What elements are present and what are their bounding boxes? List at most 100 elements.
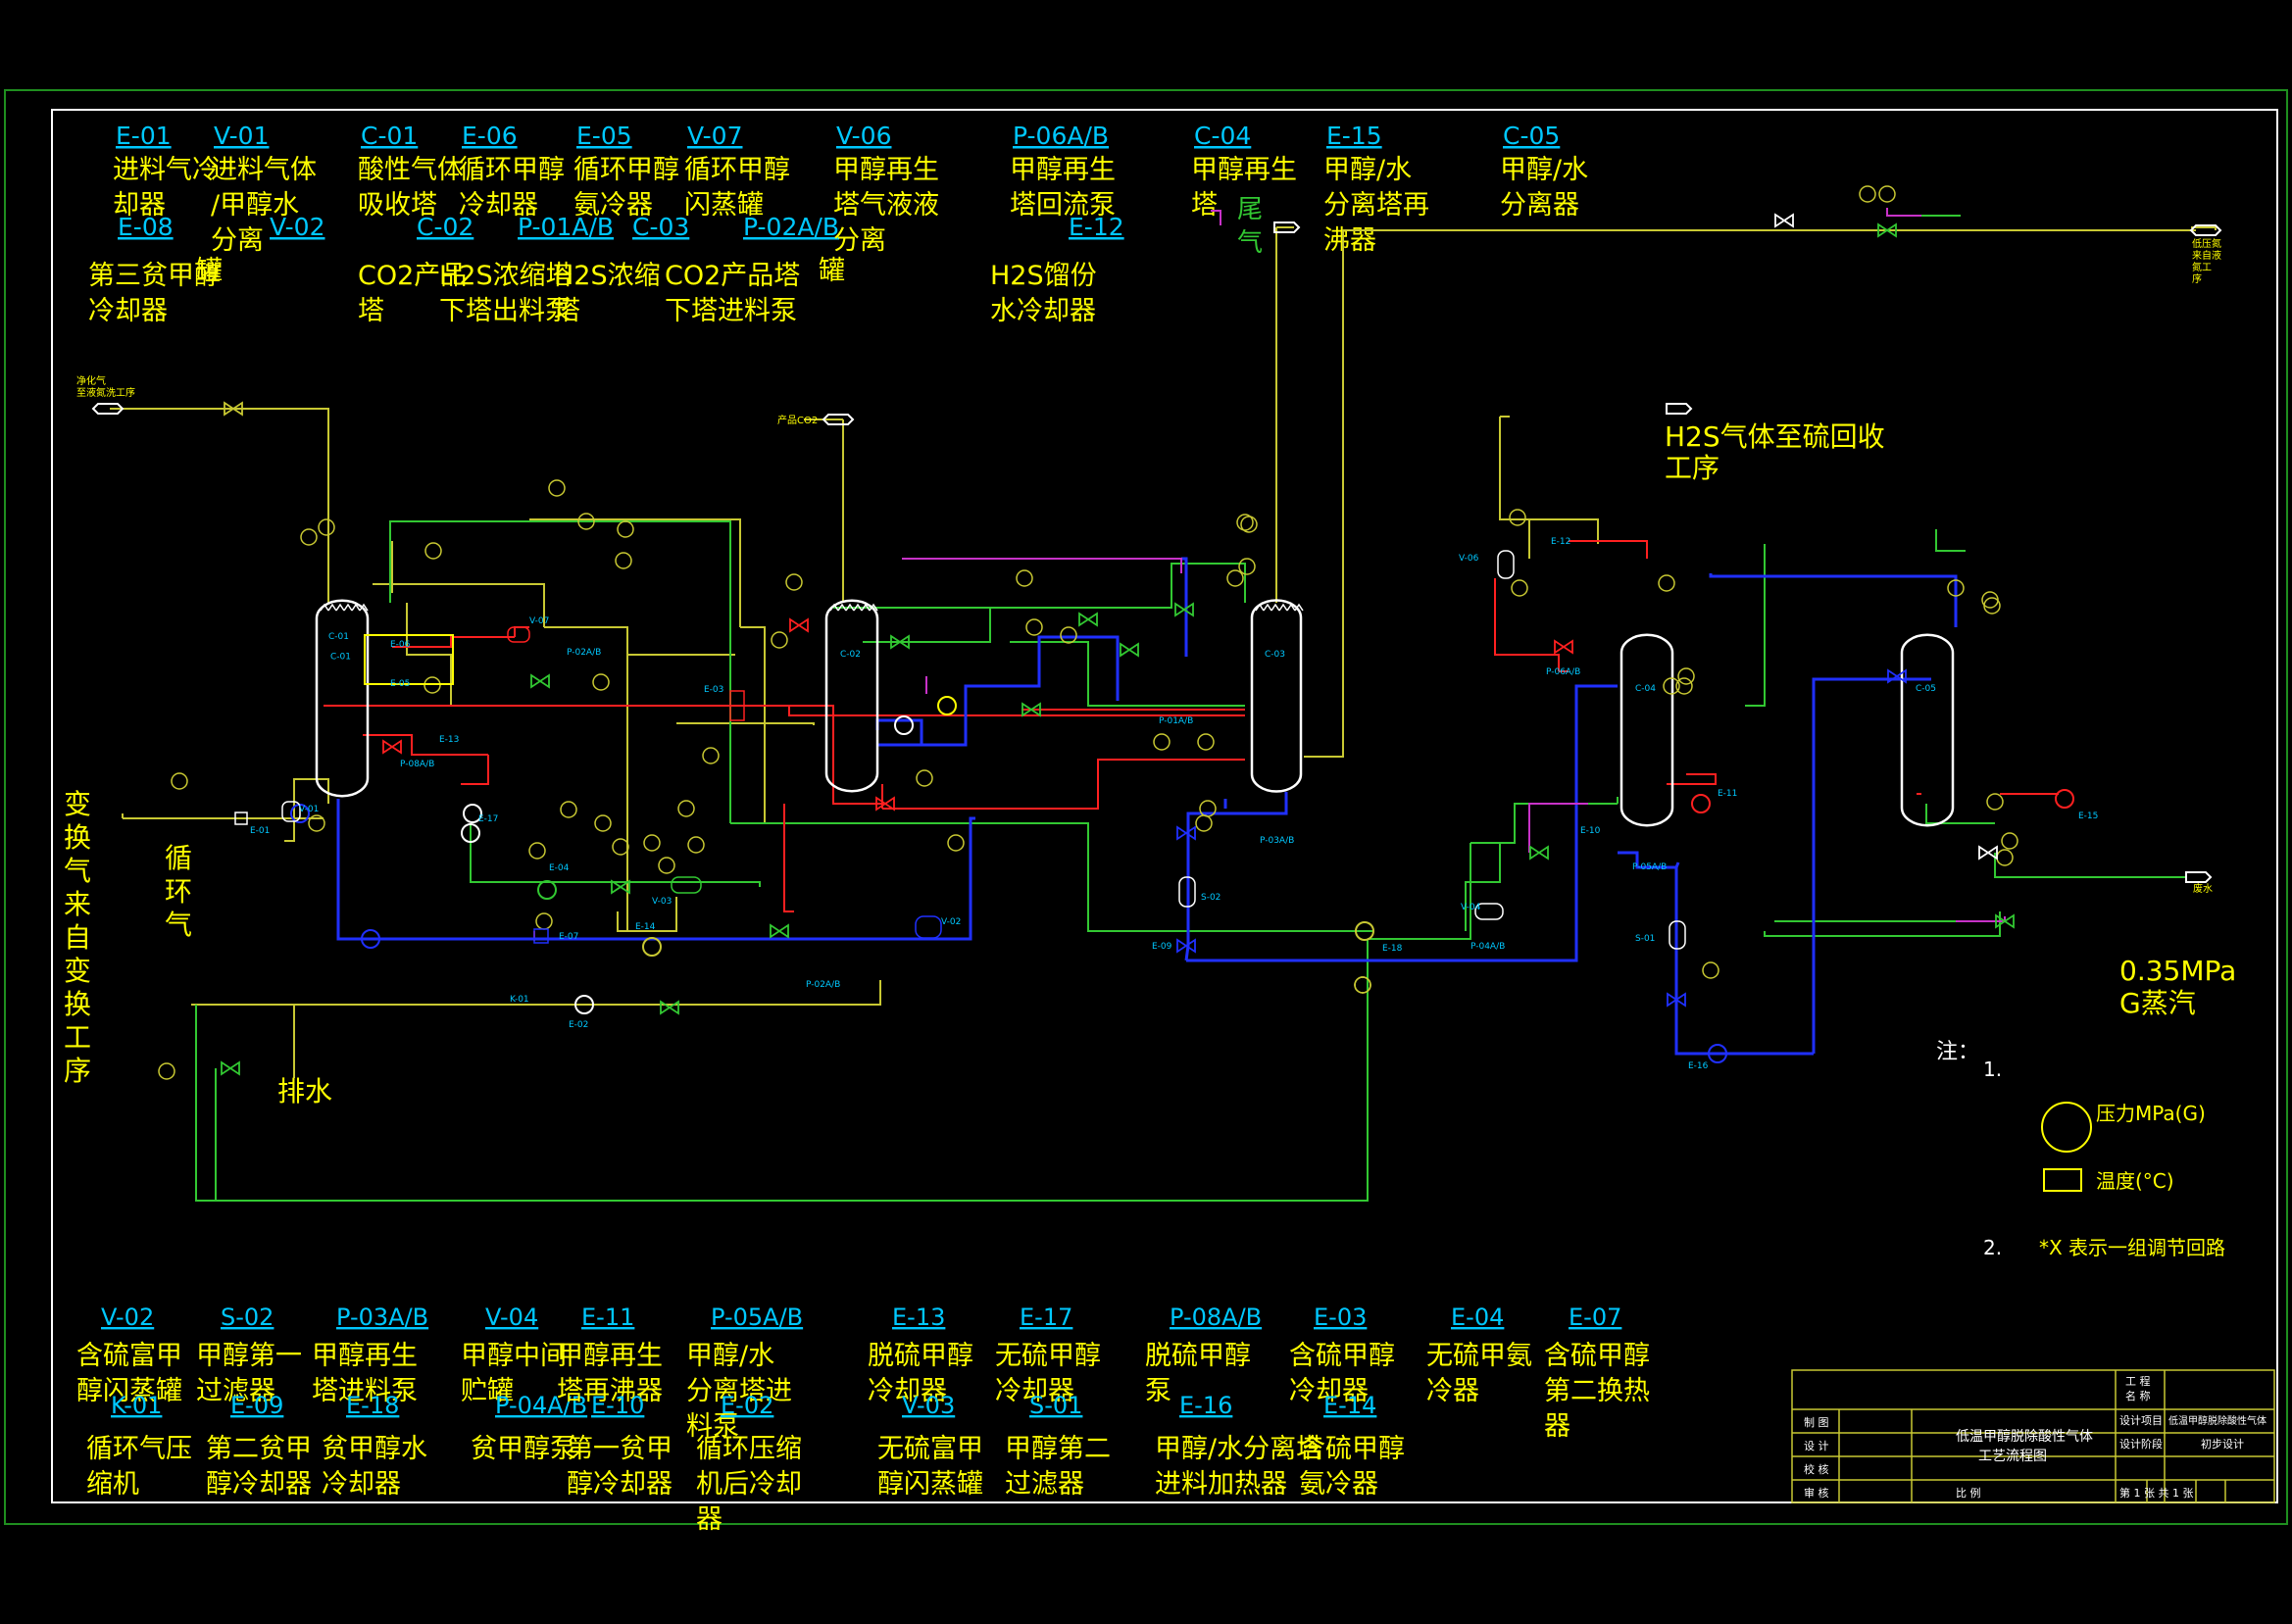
- stream-tail-gas: 尾气: [1237, 195, 1263, 258]
- legend-top-name2-line: 塔: [554, 296, 580, 326]
- instrument-bubble: [1240, 516, 1258, 533]
- vessel-s01: [1669, 920, 1686, 950]
- valve-icon: [1877, 222, 1897, 238]
- instrument-bubble: [1677, 667, 1695, 685]
- legend-bottom-name-line: 塔进料泵: [312, 1376, 418, 1406]
- legend-top-name-line: 循环甲醇: [459, 155, 565, 185]
- instrument-bubble: [1859, 185, 1876, 203]
- column-label: C-02: [840, 650, 861, 660]
- instrument-bubble: [560, 801, 577, 818]
- instrument-bubble: [171, 772, 188, 790]
- legend-bottom-tag2: E-02: [721, 1392, 773, 1419]
- legend-top-tag: E-05: [576, 122, 632, 150]
- legend-bottom-name: 无硫甲醇冷却器: [995, 1341, 1101, 1406]
- legend-bottom-tag: E-07: [1569, 1304, 1621, 1331]
- title-block-text: 工 程 名 称 制 图 设 计 校 核 审 核 低温甲醇脱除酸性气体工艺流程图 …: [1804, 1375, 2267, 1500]
- h2s-out-arrow: [1666, 403, 1693, 415]
- legend-bottom-tag: P-05A/B: [711, 1304, 803, 1331]
- exchanger-e01-box: [234, 812, 248, 825]
- equipment-label: P-04A/B: [1470, 942, 1505, 952]
- legend-top-name2-line: 第三贫甲醇: [88, 261, 221, 291]
- legend-bottom-name2-line: 氨冷器: [1299, 1469, 1378, 1500]
- legend-top-name: 进料气体/甲醇水分离: [211, 155, 317, 256]
- legend-bottom-name-line: 甲醇再生: [312, 1341, 418, 1371]
- instrument-bubble: [594, 814, 612, 832]
- legend-bottom-name: 脱硫甲醇冷却器: [868, 1341, 973, 1406]
- legend-bottom-name2-line: 冷却器: [322, 1469, 401, 1500]
- legend-bottom-name-line: 无硫甲醇: [995, 1341, 1101, 1371]
- legend-bottom-name2: 贫甲醇水冷却器: [322, 1434, 427, 1500]
- legend-bottom-name: 甲醇第一过滤器: [196, 1341, 302, 1406]
- vessel-v07: [507, 626, 530, 643]
- tb-row-3: 审 核: [1804, 1486, 1829, 1500]
- equipment-label: E-16: [1688, 1061, 1709, 1071]
- valve-icon: [382, 739, 402, 755]
- packing-mark: [327, 603, 337, 612]
- column-c-01: [315, 599, 370, 798]
- legend-top-name2-line: CO2产品塔: [665, 261, 800, 291]
- legend-top-name-line: 甲醇再生: [833, 155, 939, 185]
- legend-top-name2-line: H2S馏份: [990, 261, 1097, 291]
- legend-top-name-line: 闪蒸罐: [684, 190, 764, 221]
- equipment-label: P-01A/B: [1159, 716, 1193, 726]
- stream-feed-char: 换: [64, 988, 91, 1020]
- vessel-v03: [671, 876, 702, 894]
- stream-n2-line: 低压氮: [2192, 237, 2221, 250]
- equipment-label: E-17: [478, 814, 498, 824]
- valve-icon: [1529, 845, 1549, 861]
- vessel-v04: [1474, 903, 1504, 920]
- equipment-label: E-18: [1382, 944, 1403, 954]
- instrument-bubble: [1226, 569, 1244, 587]
- legend-top-name2: H2S馏份水冷却器: [990, 261, 1097, 326]
- valve-icon: [1978, 845, 1998, 861]
- pump-icon: [1355, 921, 1374, 941]
- legend-bottom-name-line: 甲醇中间: [461, 1341, 567, 1371]
- tb-design-item: 低温甲醇脱除酸性气体: [2168, 1414, 2267, 1427]
- packing-mark: [1271, 603, 1280, 612]
- legend-top-name2: 第三贫甲醇冷却器: [88, 261, 221, 326]
- tb-sheet: 第 1 张 共 1 张: [2119, 1486, 2193, 1500]
- legend-top-name: 进料气冷却器: [113, 155, 219, 221]
- legend-top-tag: V-07: [687, 122, 742, 150]
- stream-tail-char: 尾: [1237, 195, 1263, 224]
- instrument-bubble: [424, 542, 442, 560]
- legend-bottom-tag: P-03A/B: [336, 1304, 428, 1331]
- stream-recycle-char: 气: [165, 909, 192, 941]
- legend-bottom-tag2: E-14: [1323, 1392, 1376, 1419]
- instrument-bubble: [1996, 849, 2014, 866]
- tb-project-label-2: 名 称: [2125, 1389, 2151, 1403]
- legend-bottom-name-line: 醇闪蒸罐: [76, 1376, 182, 1406]
- legend-bottom-name2-line: 甲醇第二: [1005, 1434, 1111, 1464]
- legend-top-name2-line: 下塔进料泵: [665, 296, 797, 326]
- legend-top-tag: E-06: [462, 122, 518, 150]
- legend-top-name-line: 循环甲醇: [684, 155, 790, 185]
- instrument-bubble: [2001, 832, 2018, 850]
- legend-bottom-tag: V-04: [485, 1304, 538, 1331]
- legend-bottom: V-02含硫富甲醇闪蒸罐K-01循环气压缩机S-02甲醇第一过滤器E-09第二贫…: [76, 1304, 1650, 1535]
- pump-icon: [574, 995, 594, 1014]
- legend-bottom-name2-line: 缩机: [86, 1469, 139, 1500]
- legend-top-name2: CO2产品塔: [358, 261, 467, 326]
- instrument-bubble: [528, 842, 546, 860]
- notes-temperature: 温度(°C): [2096, 1169, 2174, 1193]
- stream-n2-line: 序: [2192, 272, 2202, 285]
- legend-bottom-name: 甲醇/水分离塔进料泵: [686, 1341, 792, 1442]
- legend-top-tag: E-01: [116, 122, 172, 150]
- equipment-label: P-03A/B: [1260, 836, 1294, 846]
- legend-bottom-name-line: 塔再沸器: [557, 1376, 663, 1406]
- legend-top-tag2: P-01A/B: [518, 213, 614, 241]
- tb-stage: 初步设计: [2201, 1437, 2244, 1451]
- valve-icon: [875, 796, 895, 812]
- tb-title-line: 工艺流程图: [1978, 1449, 2047, 1464]
- legend-bottom-name2: 贫甲醇泵: [471, 1434, 576, 1464]
- legend-top-name2-line: H2S浓缩塔: [439, 261, 573, 291]
- pump-icon: [642, 937, 662, 957]
- legend-top-name-line: 甲醇再生: [1010, 155, 1116, 185]
- pump-icon: [461, 823, 480, 843]
- legend-bottom-name2: 含硫甲醇氨冷器: [1299, 1434, 1405, 1500]
- packing-mark: [320, 603, 329, 612]
- legend-bottom-tag2: E-16: [1179, 1392, 1232, 1419]
- legend-top-name: 甲醇再生塔回流泵: [1010, 155, 1116, 221]
